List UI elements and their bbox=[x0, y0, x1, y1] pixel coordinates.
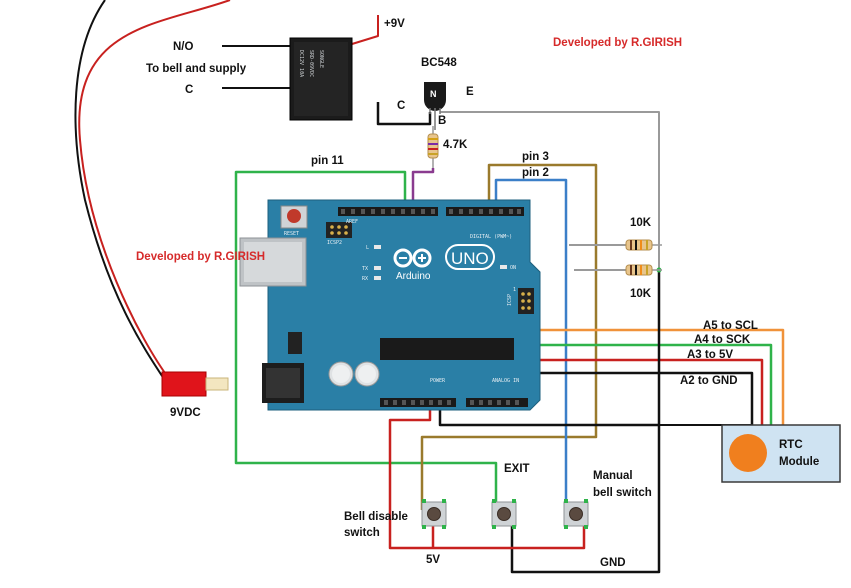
wire-pin3 bbox=[420, 163, 598, 510]
push-button-manual bbox=[563, 499, 589, 529]
label-c-relay: C bbox=[185, 84, 193, 96]
relay: DC12V 10A SRD-09VDC SONGLE bbox=[289, 37, 353, 121]
atmega-chip bbox=[380, 338, 514, 360]
label-bell-supply: To bell and supply bbox=[146, 63, 247, 75]
resistor-10k-bottom bbox=[620, 264, 662, 276]
label-gnd: GND bbox=[600, 557, 626, 569]
wire-plus9v bbox=[351, 15, 379, 45]
svg-text:AREF: AREF bbox=[346, 219, 358, 225]
svg-text:POWER: POWER bbox=[430, 378, 446, 384]
icsp2-header: ICSP2 bbox=[326, 222, 352, 246]
push-button-bell-disable bbox=[421, 499, 447, 529]
resistor-4k7 bbox=[427, 126, 439, 168]
label-a4: A4 to SCK bbox=[694, 334, 751, 346]
labels: +9V N/O To bell and supply C BC548 C E B… bbox=[136, 18, 758, 569]
label-pin11: pin 11 bbox=[311, 155, 344, 167]
svg-text:SRD-09VDC: SRD-09VDC bbox=[308, 50, 314, 77]
wire-5v-bus bbox=[388, 400, 586, 550]
label-pin2: pin 2 bbox=[522, 167, 549, 179]
label-plus9v: +9V bbox=[384, 18, 405, 30]
wire-pin2 bbox=[494, 178, 568, 505]
wire-green-exit bbox=[234, 170, 498, 510]
label-collector: C bbox=[397, 100, 405, 112]
arduino-logo: UNO Arduino bbox=[393, 244, 495, 282]
wire-a3 bbox=[504, 358, 764, 428]
wire-coil-collector bbox=[376, 102, 432, 126]
label-resistor-4k7: 4.7K bbox=[443, 139, 468, 151]
battery-connector-9v bbox=[161, 371, 229, 397]
transistor-bc548: N bbox=[424, 82, 446, 130]
svg-text:DIGITAL (PWM~): DIGITAL (PWM~) bbox=[470, 234, 512, 240]
push-button-exit bbox=[491, 499, 517, 529]
icsp-header: ICSP 1 bbox=[507, 287, 534, 314]
label-bc548: BC548 bbox=[421, 57, 457, 69]
rtc-module: RTC Module bbox=[721, 424, 841, 483]
label-pin3: pin 3 bbox=[522, 151, 549, 163]
label-emitter: E bbox=[466, 86, 474, 98]
label-manual-2: bell switch bbox=[593, 487, 652, 499]
wire-emitter-gnd bbox=[440, 111, 660, 270]
label-a5: A5 to SCL bbox=[703, 320, 758, 332]
digital-header-top: DIGITAL (PWM~) AREF bbox=[338, 207, 524, 240]
rtc-label-2: Module bbox=[779, 456, 819, 468]
svg-text:DC12V 10A: DC12V 10A bbox=[298, 50, 304, 77]
label-10k-bottom: 10K bbox=[630, 288, 652, 300]
label-bell-disable-1: Bell disable bbox=[344, 511, 408, 523]
label-5v: 5V bbox=[426, 554, 440, 566]
svg-text:1: 1 bbox=[513, 287, 516, 293]
svg-text:TX: TX bbox=[362, 266, 368, 272]
label-exit: EXIT bbox=[504, 463, 530, 475]
label-base: B bbox=[438, 115, 446, 127]
svg-text:N: N bbox=[430, 89, 437, 99]
svg-text:L: L bbox=[366, 245, 369, 251]
reset-label: RESET bbox=[284, 231, 299, 237]
wire-pin11 bbox=[411, 168, 435, 215]
svg-text:SONGLE: SONGLE bbox=[318, 50, 324, 68]
arduino-brand: Arduino bbox=[396, 271, 431, 282]
wire-9v-black bbox=[74, 0, 169, 386]
label-a2: A2 to GND bbox=[680, 375, 738, 387]
label-manual-1: Manual bbox=[593, 470, 633, 482]
label-no: N/O bbox=[173, 41, 194, 53]
svg-text:ANALOG IN: ANALOG IN bbox=[492, 378, 519, 384]
uno-label: UNO bbox=[451, 249, 489, 268]
svg-text:ICSP: ICSP bbox=[507, 294, 513, 306]
wire-9v-red bbox=[78, 0, 231, 381]
credit-top: Developed by R.GIRISH bbox=[553, 37, 682, 49]
label-bell-disable-2: switch bbox=[344, 527, 380, 539]
svg-text:ON: ON bbox=[510, 265, 516, 271]
wires bbox=[74, 0, 785, 574]
label-a3: A3 to 5V bbox=[687, 349, 733, 361]
rtc-label-1: RTC bbox=[779, 439, 803, 451]
power-analog-headers: POWER ANALOG IN bbox=[380, 378, 528, 407]
resistor-10k-top bbox=[620, 239, 662, 251]
arduino-uno-board: RESET ICSP2 DIGITAL (PWM~) AREF L TX RX … bbox=[239, 199, 541, 411]
rtc-battery bbox=[729, 434, 767, 472]
label-10k-top: 10K bbox=[630, 217, 652, 229]
label-9vdc: 9VDC bbox=[170, 407, 201, 419]
voltage-regulator bbox=[288, 332, 302, 354]
svg-text:RX: RX bbox=[362, 276, 368, 282]
svg-text:ICSP2: ICSP2 bbox=[327, 240, 342, 246]
credit-left: Developed by R.GIRISH bbox=[136, 251, 265, 263]
